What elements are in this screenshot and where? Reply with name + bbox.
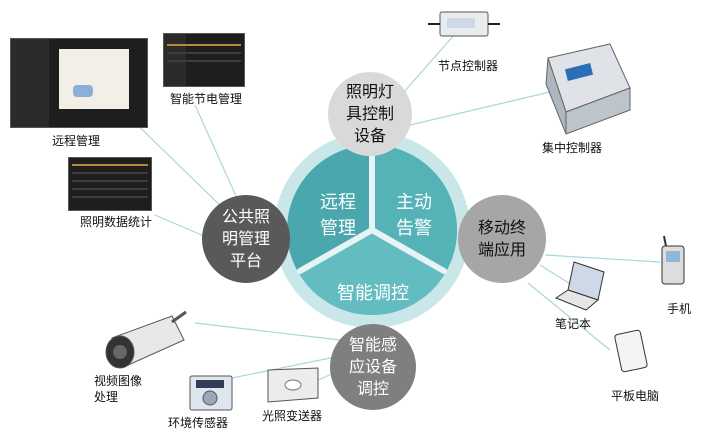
- label-lighting-statistics: 照明数据统计: [80, 215, 153, 229]
- label-tablet: 平板电脑: [611, 389, 660, 403]
- camera-device: [105, 310, 187, 369]
- node-smart-sensing-device-label: 智能感 应设备 调控: [348, 335, 397, 398]
- label-central-controller: 集中控制器: [542, 141, 603, 155]
- hub-label-remote-management: 远程 管理: [320, 192, 356, 239]
- hub-divider-right: [369, 227, 447, 274]
- node-mobile-terminal-app: 移动终 端应用: [458, 195, 546, 283]
- light-transmitter-device: [267, 367, 319, 403]
- notebook-device: [554, 261, 605, 311]
- hub-label-active-alarm: 主动 告警: [396, 192, 432, 239]
- line-to-energy-management: [194, 104, 241, 206]
- label-light-transmitter: 光照变送器: [262, 409, 323, 423]
- node-lighting-control-device: 照明灯 具控制 设备: [328, 72, 412, 156]
- energy-management-screenshot: [163, 33, 245, 87]
- label-notebook: 笔记本: [555, 317, 592, 331]
- central-controller-device: [545, 43, 631, 135]
- node-controller-device: [428, 11, 500, 37]
- label-remote-management: 远程管理: [52, 134, 101, 148]
- node-public-lighting-platform: 公共照 明管理 平台: [202, 195, 290, 283]
- lighting-statistics-screenshot: [68, 157, 152, 211]
- line-to-env-sensor: [231, 354, 346, 379]
- label-mobile-phone: 手机: [667, 302, 692, 316]
- line-to-notebook: [539, 264, 573, 286]
- tablet-device: [614, 329, 648, 373]
- hub-label-smart-control: 智能调控: [337, 283, 409, 304]
- environment-sensor-device: [189, 375, 233, 411]
- remote-management-screenshot: [10, 38, 148, 128]
- label-environment-sensor: 环境传感器: [168, 416, 229, 430]
- hub-segment-control: [298, 230, 446, 315]
- label-energy-management: 智能节电管理: [170, 92, 243, 106]
- node-lighting-control-device-label: 照明灯 具控制 设备: [345, 82, 394, 145]
- label-node-controller: 节点控制器: [438, 59, 499, 73]
- node-public-lighting-platform-label: 公共照 明管理 平台: [221, 207, 270, 270]
- node-mobile-terminal-app-label: 移动终 端应用: [477, 218, 526, 259]
- line-to-phone: [544, 254, 661, 263]
- line-to-camera: [194, 322, 341, 341]
- node-smart-sensing-device: 智能感 应设备 调控: [330, 324, 416, 410]
- line-to-tablet: [527, 282, 611, 351]
- mobile-phone-device: [661, 235, 685, 285]
- hub-divider-left: [297, 227, 375, 274]
- label-video-processing: 视频图像 处理: [94, 374, 143, 404]
- line-to-central-controller: [409, 91, 551, 126]
